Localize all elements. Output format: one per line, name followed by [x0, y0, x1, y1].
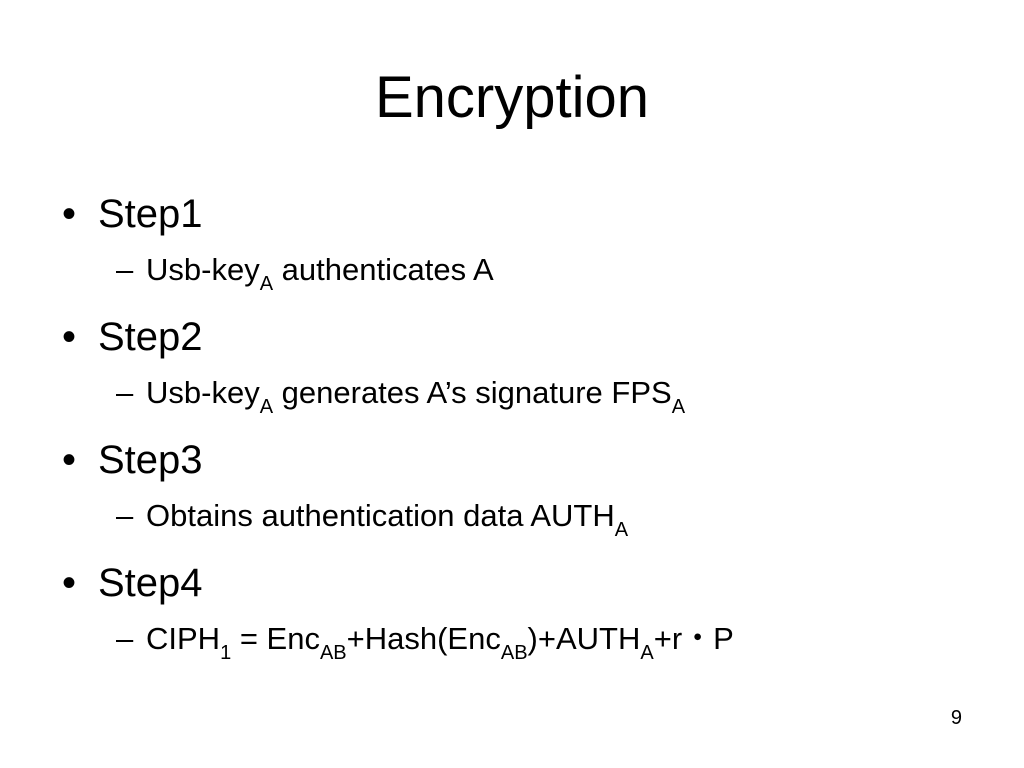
step-4-detail-subscript: A [640, 642, 654, 664]
step-4: •Step4 –CIPH1 = EncAB+Hash(EncAB)+AUTHA+… [62, 555, 982, 678]
step-2-detail-subscript: A [259, 396, 274, 418]
step-4-label: Step4 [98, 561, 203, 605]
step-4-detail-part: +Hash(Enc [346, 621, 501, 656]
step-2-detail-part: Usb-key [146, 375, 260, 410]
step-3: • Step3 –Obtains authentication data AUTH… [62, 432, 982, 555]
step-1-detail: –Usb-keyA authenticates A [116, 248, 494, 295]
step-1-detail-subscript: A [259, 273, 274, 295]
step-2: •Step2 –Usb-keyA generates A’s signature… [62, 309, 982, 432]
step-2-heading: • Step2 [62, 309, 203, 365]
dash-icon: – [116, 621, 134, 656]
step-1-detail-part: Usb-key [146, 252, 260, 287]
step-3-label: Step3 [98, 438, 203, 482]
step-2-detail-part: generates A’s signature FPS [273, 375, 672, 410]
bullet-dot-icon: • [62, 438, 77, 482]
step-4-detail-part: CIPH [146, 621, 221, 656]
dash-icon: – [116, 498, 134, 533]
step-3-detail: –Obtains authentication data AUTHA [116, 494, 629, 541]
step-2-detail: –Usb-keyA generates A’s signature FPSA [116, 371, 686, 418]
dash-icon: – [116, 252, 134, 287]
slide-title: Encryption [374, 65, 650, 130]
page-number: 9 [950, 707, 962, 729]
step-3-heading: • Step3 [62, 432, 203, 488]
step-3-detail-subscript: A [614, 519, 629, 541]
bullet-list: •Step1 –Usb-keyA authenticates A •Step2 … [62, 186, 982, 678]
step-4-detail-part: +r・P [653, 621, 734, 656]
step-4-heading: • Step4 [62, 555, 203, 611]
step-4-detail-part: = Enc [231, 621, 320, 656]
step-2-detail-subscript: A [671, 396, 686, 418]
dash-icon: – [116, 375, 134, 410]
step-4-detail-subscript: AB [319, 642, 347, 664]
step-1-detail-part: authenticates A [273, 252, 494, 287]
step-1-label: Step1 [98, 192, 203, 236]
step-3-detail-part: Obtains authentication data AUTH [146, 498, 615, 533]
bullet-dot-icon: • [62, 561, 77, 605]
bullet-dot-icon: • [62, 315, 77, 359]
step-4-detail: –CIPH1 = EncAB+Hash(EncAB)+AUTHA+r・P [116, 617, 734, 664]
step-2-label: Step2 [98, 315, 203, 359]
step-4-detail-subscript: AB [500, 642, 528, 664]
step-1: • Step1 –Usb-keyA authenticates A [62, 186, 982, 309]
bullet-dot-icon: • [62, 192, 77, 236]
step-4-detail-subscript: 1 [220, 642, 232, 664]
step-4-detail-part: )+AUTH [527, 621, 641, 656]
step-1-heading: • Step1 [62, 186, 203, 242]
